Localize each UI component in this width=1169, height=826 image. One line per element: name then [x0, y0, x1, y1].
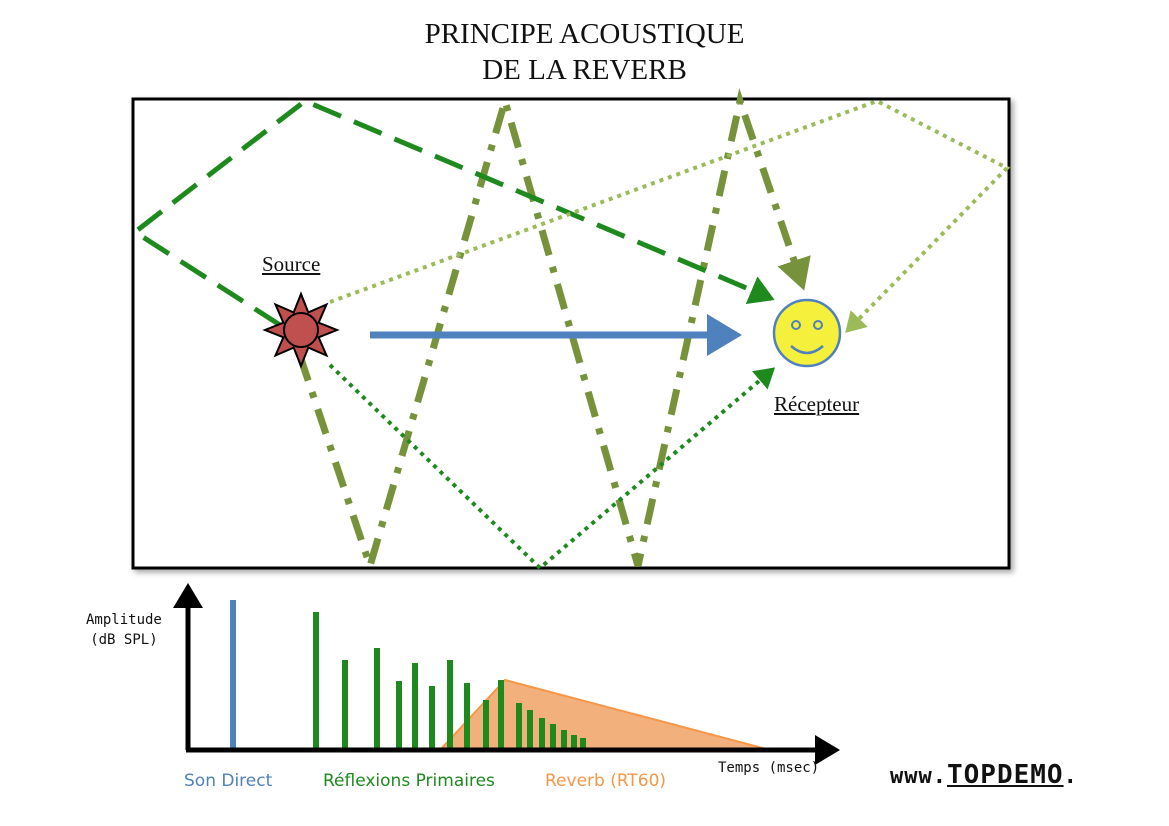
topdemo-logo: www.TOPDEMO. — [890, 760, 1078, 790]
reflection-bar — [561, 730, 567, 750]
y-axis-label-line-1: Amplitude — [86, 612, 162, 628]
reflection-bar — [429, 686, 435, 750]
dashed-reflection-path — [130, 98, 775, 328]
dark-dotted-reflection-path — [328, 363, 776, 571]
receiver-label: Récepteur — [774, 392, 860, 416]
impulse-bars — [230, 600, 586, 750]
y-axis-label: Amplitude (dB SPL) — [86, 610, 162, 650]
olive-reflections — [296, 87, 811, 578]
olive-path-1 — [296, 87, 811, 578]
legend-reverb: Reverb (RT60) — [545, 771, 667, 791]
reflection-bar — [396, 681, 402, 750]
logo-brand: TOPDEMO — [946, 760, 1064, 790]
legend-direct: Son Direct — [184, 771, 273, 791]
source-label: Source — [262, 252, 321, 276]
reflection-bar — [498, 680, 504, 750]
reflection-bar — [483, 700, 489, 750]
direct-sound-bar — [230, 600, 236, 750]
legend-primary: Réflexions Primaires — [323, 771, 495, 791]
light-dotted-reflection-path — [329, 98, 1011, 333]
y-axis-label-line-2: (dB SPL) — [90, 632, 158, 648]
title-line-1: PRINCIPE ACOUSTIQUE — [424, 18, 745, 50]
source-icon — [262, 291, 340, 369]
reflection-bar — [342, 660, 348, 750]
reflection-bar — [447, 660, 453, 750]
reflection-bar — [571, 735, 577, 750]
page-title: PRINCIPE ACOUSTIQUE DE LA REVERB — [0, 16, 1169, 88]
reflection-bar — [550, 724, 556, 750]
reflection-bar — [527, 710, 533, 750]
reflection-bar — [374, 648, 380, 750]
reflection-bar — [580, 738, 586, 750]
reflection-bar — [516, 703, 522, 750]
reflection-bar — [313, 612, 319, 750]
x-axis-label: Temps (msec) — [718, 760, 820, 776]
receiver-smiley-icon — [772, 298, 842, 368]
reflection-bar — [464, 683, 470, 750]
reflection-bar — [539, 718, 545, 750]
reverb-decay-triangle — [437, 678, 771, 751]
logo-suffix: . — [1063, 764, 1078, 789]
title-line-2: DE LA REVERB — [482, 54, 687, 86]
logo-prefix: www. — [890, 764, 947, 789]
reflection-bar — [412, 663, 418, 750]
